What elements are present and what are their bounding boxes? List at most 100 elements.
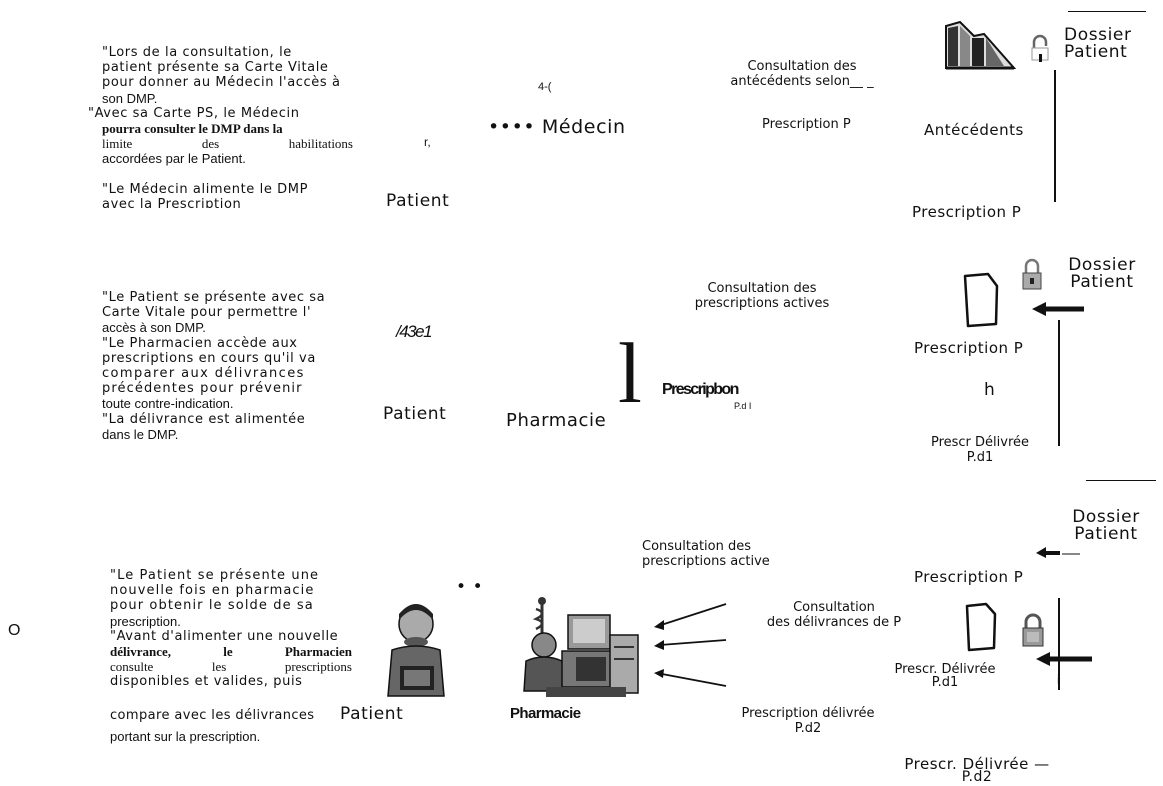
consult-antecedents-line2: antécédents selon__ _ <box>730 73 874 89</box>
s3-line-10: portant sur la prescription. <box>110 729 261 744</box>
s2-line-1: "Le Patient se présente avec sa <box>102 290 326 305</box>
s3-line-6: délivrance, le Pharmacien <box>110 644 352 659</box>
s1-line-7a: limite <box>102 136 133 152</box>
medecin-label: •••• Médecin <box>488 116 626 138</box>
dossier-axis-3 <box>1058 598 1060 690</box>
dossier-axis-1 <box>1054 70 1056 202</box>
s3-line-6c: Pharmacien <box>284 644 352 660</box>
document-icon-2 <box>963 272 999 328</box>
padlock-open-icon <box>1031 34 1049 62</box>
consult-antecedents-line1: Consultation des <box>747 59 857 74</box>
arrow-mark-4-icon <box>1036 547 1080 558</box>
prescr-delivree-pd1: Prescr. Délivrée P.d1 <box>870 662 1020 690</box>
s1-line-1: "Lors de la consultation, le <box>102 45 292 60</box>
prescr-delivree-2: Prescr Délivrée P.d1 <box>905 435 1055 465</box>
dots-mark: • • <box>456 577 484 597</box>
section2-description: "Le Patient se présente avec sa Carte Vi… <box>102 290 325 442</box>
s3-line-3: pour obtenir le solde de sa <box>110 598 314 614</box>
section3-description: "Le Patient se présente une nouvelle foi… <box>110 568 352 690</box>
arrows-to-pharmacie <box>654 603 727 687</box>
prescription-glyph: Prescripbon <box>662 381 739 398</box>
patient-figure-icon <box>387 604 445 697</box>
patient-label-3: Patient <box>340 704 404 724</box>
s3-line-7a: consulte <box>110 659 154 675</box>
s2-line-10: dans le DMP. <box>102 426 179 442</box>
garbled-label: /43e1 <box>396 322 433 341</box>
s1-line-7c: habilitations <box>288 136 353 152</box>
s3-line-7b: les <box>211 659 227 675</box>
prescr-delivree-2-line2: P.d1 <box>966 449 994 465</box>
consult-deliv-line1: Consultation <box>793 600 875 615</box>
divider-top <box>1068 11 1146 12</box>
consult-delivrances: Consultation des délivrances de P <box>744 600 924 630</box>
prescr-delivree-2-line1: Prescr Délivrée <box>930 435 1030 450</box>
s1-line-8: accordées par le Patient. <box>102 151 246 167</box>
consult-deliv-line2: des délivrances de P <box>766 614 902 630</box>
dossier-label-1b: Patient <box>1064 42 1128 63</box>
prescr-delivree-pd2-line1: Prescr. Délivrée — <box>904 755 1050 773</box>
antecedents-label: Antécédents <box>924 121 1024 139</box>
consult-prescriptions-active: Consultation des prescriptions active <box>642 539 838 569</box>
s3-line-7: consulte les prescriptions <box>110 659 352 674</box>
prescription-p-label-2: Prescription P <box>914 339 1024 357</box>
o-mark: O <box>8 622 21 639</box>
document-icon-3 <box>965 602 997 652</box>
dossier-label-2b: Patient <box>1070 272 1134 293</box>
s2-line-8: toute contre-indication. <box>102 396 234 412</box>
consult-actives-line2: prescriptions actives <box>694 295 830 311</box>
pharmacie-figure-icon <box>523 597 639 697</box>
presc-delivree-line1: Prescription délivrée <box>741 706 875 721</box>
prescription-p-label-1: Prescription P <box>762 117 851 132</box>
divider-mid <box>1086 480 1156 481</box>
big-glyph-l: l <box>618 325 642 421</box>
pharmacie-label-2: Pharmacie <box>506 410 607 431</box>
i-mark: i <box>1057 672 1060 687</box>
padlock-icon-3 <box>1022 613 1044 647</box>
pharmacie-label-3: Pharmacie <box>510 705 581 722</box>
s1-line-3: pour donner au Médecin l'accès à <box>102 75 341 91</box>
s2-line-6: comparer aux délivrances <box>102 366 305 382</box>
s3-line-5: "Avant d'alimenter une nouvelle <box>110 628 339 644</box>
prescr-delivree-pd1-line1: Prescr. Délivrée <box>894 662 996 677</box>
arrow-mark: 4-( <box>538 81 552 93</box>
s1-line-4: son DMP. <box>102 90 158 106</box>
s3-line-4: prescription. <box>110 613 181 629</box>
dossier-label-2a: Dossier <box>1068 255 1136 275</box>
consult-actives-line1: Consultation des <box>707 281 817 296</box>
s2-line-2: Carte Vitale pour permettre l' <box>102 305 312 321</box>
s1-line-6: pourra consulter le DMP dans la <box>102 121 283 137</box>
prescr-delivree-pd1-line2: P.d1 <box>931 674 959 690</box>
s1-line-7: limite des habilitations <box>88 136 353 151</box>
prescription-delivree-pd2: Prescription délivrée P.d2 <box>710 706 906 736</box>
dossier-patient-label-2: Dossier Patient <box>1068 255 1136 293</box>
s3-line-1: "Le Patient se présente une <box>110 568 320 583</box>
s2-line-7: précédentes pour prévenir <box>102 381 303 397</box>
s1-line-7b: des <box>201 136 220 152</box>
s3-line-6b: le <box>223 644 233 660</box>
section1-description: "Lors de la consultation, le patient pré… <box>88 45 353 208</box>
s3-line-7c: prescriptions <box>284 659 352 675</box>
lock-icon-2 <box>1022 258 1042 290</box>
s3-line-2: nouvelle fois en pharmacie <box>110 583 315 599</box>
consult-antecedents: Consultation des antécédents selon__ _ <box>692 59 912 89</box>
dossier-axis-2 <box>1058 320 1060 446</box>
consult-active-line1: Consultation des <box>642 539 752 554</box>
presc-delivree-line2: P.d2 <box>794 720 822 736</box>
pd1-small-label: P.d I <box>734 401 752 411</box>
s1-line-5: "Avec sa Carte PS, le Médecin <box>88 105 300 121</box>
arrow-left-icon-2 <box>1032 302 1084 316</box>
prescription-p-right-1: Prescription P <box>912 203 1022 221</box>
s3-line-6a: délivrance, <box>110 644 172 660</box>
patient-label-2: Patient <box>383 404 447 424</box>
arrow-left-icon-3 <box>1036 652 1092 666</box>
s3-line-9: compare avec les délivrances <box>110 708 315 723</box>
s1-line-9: "Le Médecin alimente le DMP <box>102 181 309 197</box>
dossier-label-3a: Dossier <box>1072 507 1140 527</box>
dossier-label-3b: Patient <box>1074 524 1138 545</box>
dossier-label-1a: Dossier <box>1064 25 1132 45</box>
s3-line-8: disponibles et valides, puis <box>110 674 303 690</box>
prescr-delivree-pd2-line2: P.d2 <box>961 768 993 785</box>
dossier-folder-icon <box>945 20 1017 70</box>
patient-label-1: Patient <box>386 191 450 211</box>
s2-line-5: prescriptions en cours qu'il va <box>102 350 316 366</box>
